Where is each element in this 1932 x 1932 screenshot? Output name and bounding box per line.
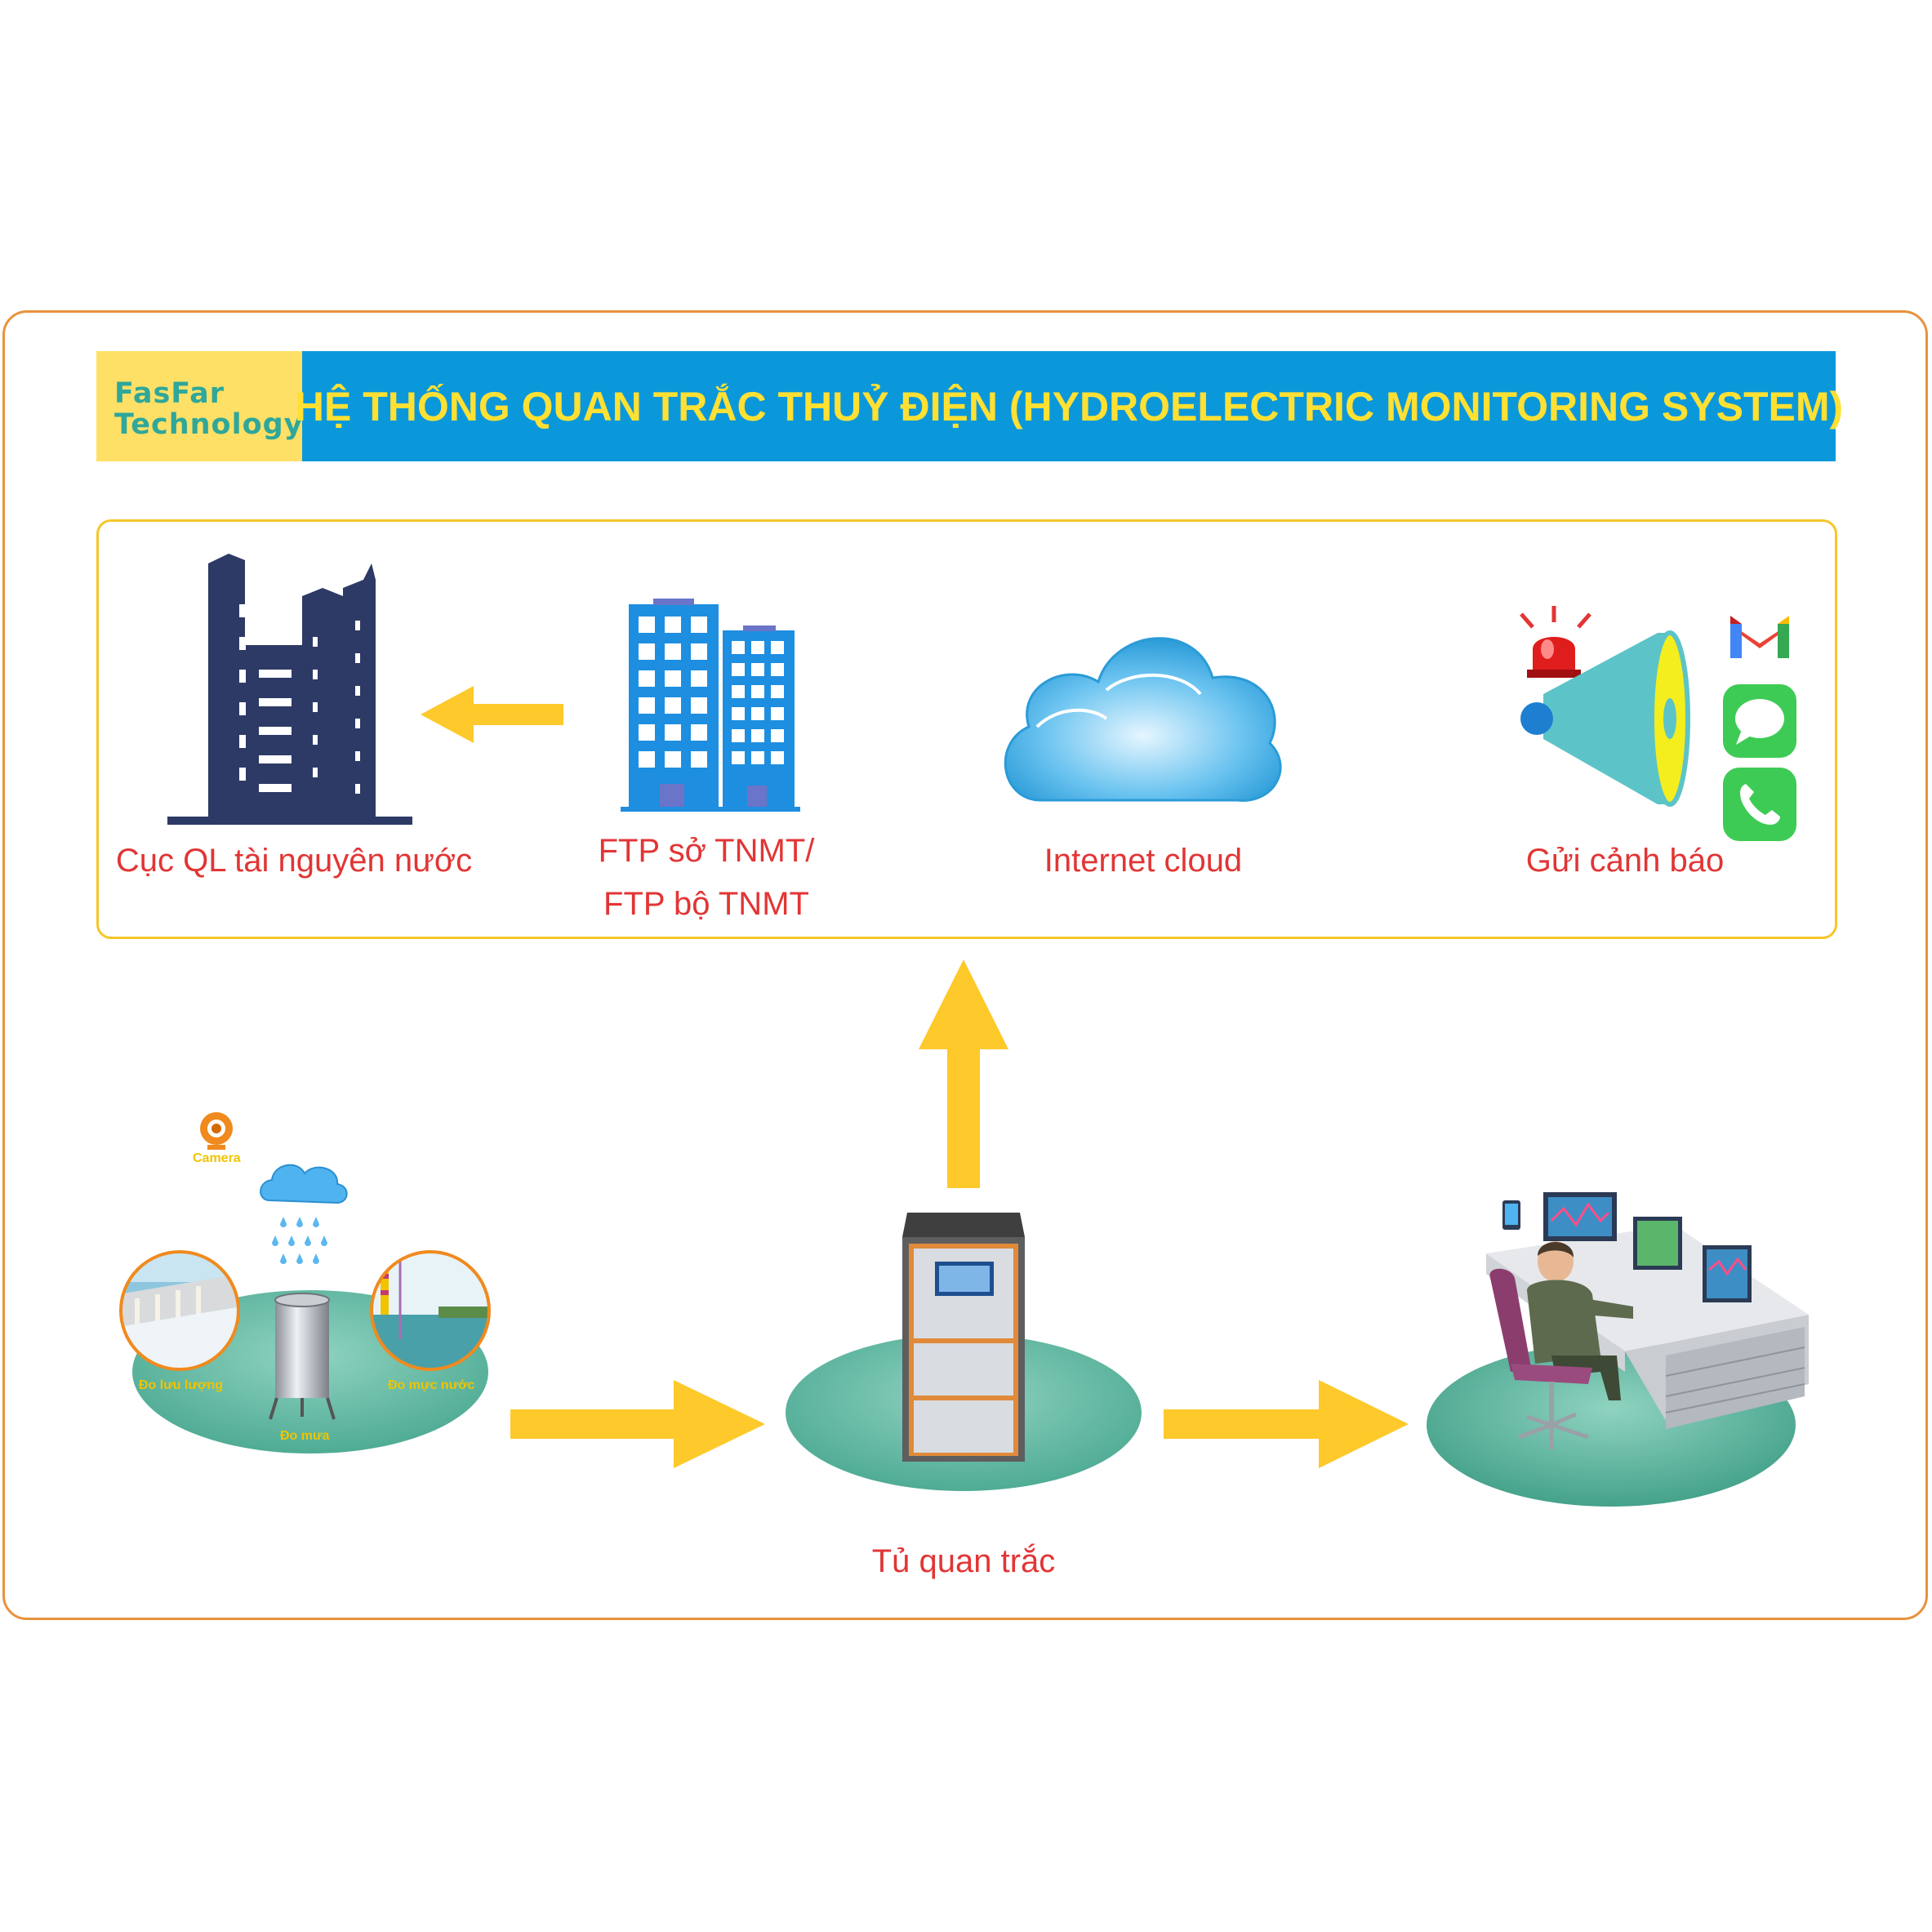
logo-line-1: FasFar xyxy=(114,377,225,410)
water-authority-building-icon xyxy=(167,554,412,825)
rain-cloud-icon xyxy=(260,1164,348,1264)
arrow-left-icon xyxy=(421,686,563,743)
messages-icon xyxy=(1723,684,1796,758)
water-level-label: Đo mực nước xyxy=(388,1378,475,1392)
flow-measure-image xyxy=(119,1250,240,1371)
siren-icon xyxy=(1520,606,1591,678)
megaphone-icon xyxy=(1520,630,1690,807)
ftp-label-line-2: FTP bộ TNMT xyxy=(603,886,809,922)
camera-icon xyxy=(200,1112,233,1150)
flow-label: Đo lưu lượng xyxy=(139,1378,223,1392)
alert-label: Gửi cảnh báo xyxy=(1525,843,1725,879)
logo-line-2: Technology xyxy=(114,408,304,441)
operator-workstation-icon xyxy=(1486,1192,1809,1449)
page-title: HỆ THỐNG QUAN TRẮC THUỶ ĐIỆN (HYDROELECT… xyxy=(294,383,1844,430)
monitoring-cabinet-icon xyxy=(902,1213,1025,1462)
camera-label: Camera xyxy=(193,1151,241,1165)
title-bar: HỆ THỐNG QUAN TRẮC THUỶ ĐIỆN (HYDROELECT… xyxy=(295,351,1843,461)
header: FasFar Technology HỆ THỐNG QUAN TRẮC THU… xyxy=(96,351,1843,461)
internet-cloud-icon xyxy=(1004,637,1282,802)
water-authority-label: Cục QL tài nguyên nước xyxy=(115,843,473,879)
logo: FasFar Technology xyxy=(96,351,304,461)
arrow-right-2-icon xyxy=(1164,1380,1409,1468)
ftp-buildings-icon xyxy=(621,599,800,812)
rain-label: Đo mưa xyxy=(280,1429,330,1443)
arrow-right-icon xyxy=(510,1380,765,1468)
phone-icon xyxy=(1723,768,1796,841)
ftp-label-line-1: FTP sở TNMT/ xyxy=(598,833,815,869)
water-level-image xyxy=(370,1250,491,1371)
rain-gauge-icon xyxy=(269,1293,336,1420)
gmail-icon xyxy=(1730,616,1789,658)
diagram-frame xyxy=(2,310,1928,1620)
cabinet-label: Tủ quan trắc xyxy=(871,1543,1056,1579)
cloud-label: Internet cloud xyxy=(1044,843,1243,879)
arrow-up-icon xyxy=(919,959,1008,1188)
